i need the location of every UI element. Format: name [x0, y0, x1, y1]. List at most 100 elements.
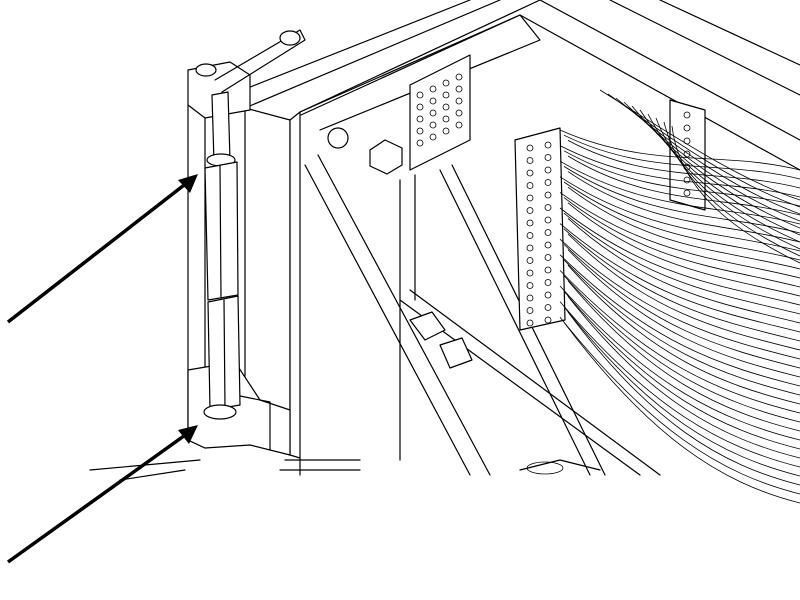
wire — [563, 275, 800, 423]
terminal-hole — [429, 133, 437, 141]
terminal-hole — [455, 121, 463, 129]
terminal-hole — [544, 304, 552, 311]
terminal-hole — [526, 282, 534, 289]
terminal-hole — [526, 169, 534, 177]
wire — [559, 129, 800, 171]
terminal-hole — [526, 182, 534, 189]
wire — [563, 181, 800, 261]
wire — [563, 322, 800, 504]
wire — [567, 155, 800, 216]
wire — [567, 249, 800, 378]
wire — [655, 117, 800, 250]
wire — [563, 150, 800, 207]
wire — [559, 176, 800, 252]
terminal-hole — [526, 319, 534, 327]
terminal-hole — [429, 97, 437, 105]
terminal-hole — [442, 103, 450, 111]
terminal-hole — [544, 266, 552, 274]
support-struts — [304, 154, 661, 476]
hinge-assembly — [187, 29, 306, 456]
wire — [563, 244, 800, 369]
terminal-hole — [526, 269, 534, 277]
wire — [671, 125, 800, 264]
terminal-hole — [544, 291, 552, 299]
terminal-hole — [455, 85, 463, 93]
wire — [563, 166, 800, 234]
wire — [559, 192, 800, 279]
terminal-hole — [544, 216, 552, 224]
wire — [663, 121, 800, 257]
callout-arrow-upper — [6, 180, 190, 324]
wire — [623, 101, 800, 222]
terminal-hole — [544, 154, 552, 161]
wire — [567, 233, 800, 351]
terminal-hole — [416, 139, 424, 147]
base-boss — [526, 461, 564, 475]
terminal-hole — [526, 144, 534, 152]
perforated-strip — [514, 127, 566, 331]
wire — [639, 109, 800, 236]
arrowhead-lower — [178, 425, 198, 444]
terminal-hole — [683, 189, 691, 197]
arrowhead-upper — [178, 174, 198, 193]
wire — [567, 264, 800, 405]
terminal-blocks — [409, 54, 706, 331]
wire — [567, 140, 800, 189]
callout-arrows — [6, 174, 198, 564]
callout-arrow-lower — [6, 431, 190, 564]
wire — [563, 259, 800, 396]
wire — [559, 270, 800, 414]
hex-nut — [369, 139, 403, 175]
wire — [567, 296, 800, 459]
terminal-hole — [429, 109, 437, 117]
terminal-hole — [416, 115, 424, 123]
terminal-hole — [416, 127, 424, 135]
terminal-hole — [526, 194, 534, 202]
terminal-hole — [526, 307, 534, 314]
terminal-hole — [442, 115, 450, 123]
wire — [567, 202, 800, 297]
terminal-hole — [526, 232, 534, 239]
terminal-hole — [683, 176, 691, 184]
terminal-block — [409, 54, 471, 171]
terminal-hole — [526, 207, 534, 214]
terminal-hole — [416, 103, 424, 111]
terminal-hole — [455, 97, 463, 105]
screw-head — [327, 127, 349, 149]
wire — [563, 228, 800, 342]
wire — [559, 238, 800, 360]
terminal-hole — [544, 166, 552, 174]
terminal-hole — [526, 219, 534, 227]
terminal-hole — [442, 79, 450, 87]
terminal-hole — [526, 257, 534, 264]
terminal-hole — [526, 244, 534, 252]
terminal-hole — [544, 191, 552, 199]
wire — [563, 197, 800, 288]
wire — [567, 171, 800, 243]
chassis-frame — [229, 0, 800, 476]
wire-harness — [559, 89, 800, 504]
terminal-hole — [526, 157, 534, 164]
wire — [647, 113, 800, 243]
wire — [599, 89, 800, 201]
wire — [567, 280, 800, 432]
terminal-hole — [442, 91, 450, 99]
wire — [559, 285, 800, 441]
wire — [563, 212, 800, 315]
wire — [559, 207, 800, 306]
terminal-hole — [544, 179, 552, 186]
terminal-hole — [416, 91, 424, 99]
terminal-hole — [544, 254, 552, 261]
wire — [567, 218, 800, 324]
terminal-hole — [455, 109, 463, 117]
terminal-hole — [429, 121, 437, 129]
wire — [559, 145, 800, 198]
wire — [567, 186, 800, 270]
wire — [563, 306, 800, 477]
wire — [559, 316, 800, 495]
terminal-hole — [683, 111, 691, 119]
wire — [559, 223, 800, 333]
terminal-hole — [455, 73, 463, 81]
wire — [559, 160, 800, 225]
